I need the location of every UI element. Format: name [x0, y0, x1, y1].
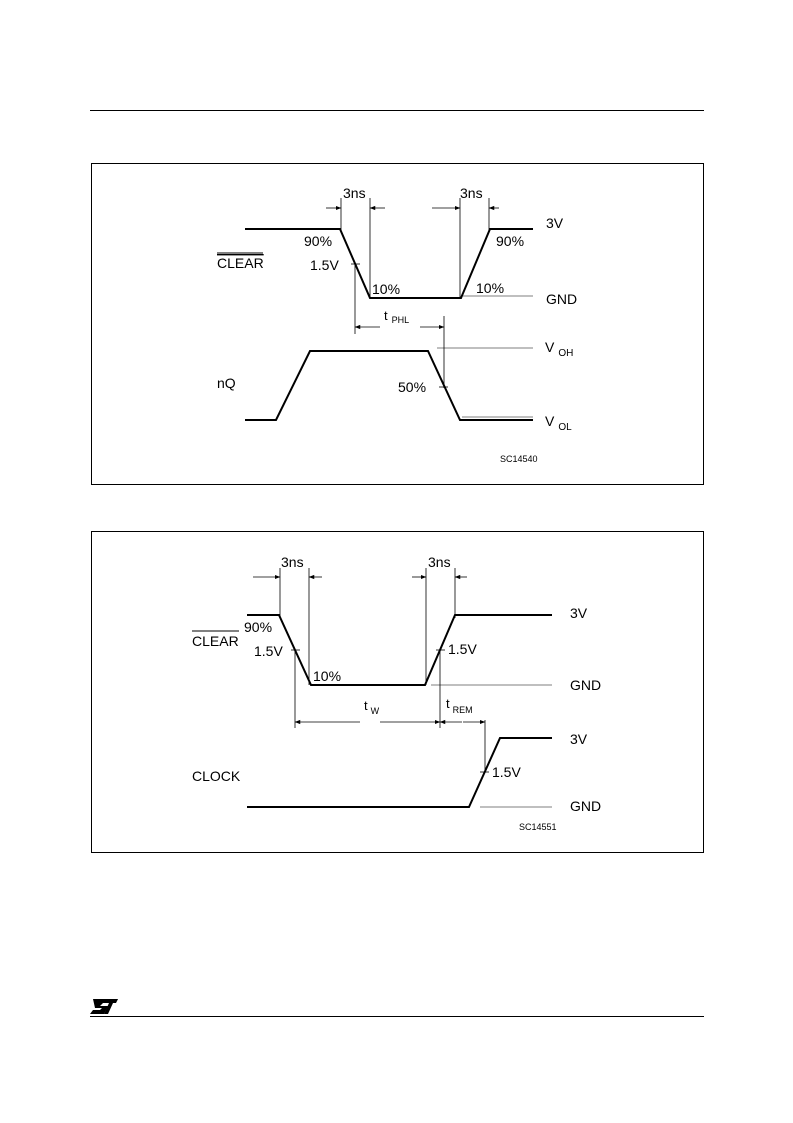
diagram1-waveforms	[245, 198, 533, 421]
percent-label: 90%	[304, 233, 332, 249]
percent-label: 10%	[372, 281, 400, 297]
clear-signal-label: CLEAR	[192, 633, 239, 649]
output-signal-label: nQ	[217, 375, 236, 391]
footer-rule	[90, 1016, 704, 1017]
nq-waveform	[245, 350, 533, 421]
clear-removal-timing-panel	[91, 531, 704, 853]
voltage-label: 1.5V	[310, 257, 339, 273]
time-label: 3ns	[460, 185, 483, 201]
percent-label: 90%	[244, 619, 272, 635]
time-label: 3ns	[428, 554, 451, 570]
clock-signal-label: CLOCK	[192, 768, 241, 784]
clock-waveform	[247, 737, 552, 808]
percent-label: 50%	[398, 379, 426, 395]
clear-to-output-timing-panel	[91, 163, 704, 485]
clear-waveform	[245, 228, 533, 299]
figure-id: SC14540	[500, 454, 538, 464]
voltage-label: 1.5V	[492, 764, 521, 780]
percent-label: 10%	[476, 280, 504, 296]
st-logo: ST	[90, 999, 118, 1014]
level-gnd-label: GND	[570, 677, 601, 693]
clear-waveform	[247, 614, 552, 686]
percent-label: 90%	[496, 233, 524, 249]
diagram1-labels: 3ns 3ns 3V GND CLEAR 90% 90% 1.5V 10% 10…	[217, 185, 577, 464]
voltage-label: 1.5V	[448, 641, 477, 657]
diagram2-waveforms	[247, 568, 552, 808]
voltage-label: 1.5V	[254, 643, 283, 659]
level-gnd-label: GND	[570, 798, 601, 814]
header-rule	[90, 110, 704, 111]
clear-signal-label: CLEAR	[217, 255, 264, 271]
time-label: 3ns	[343, 185, 366, 201]
level-3v-label: 3V	[546, 215, 564, 231]
figure-id: SC14551	[519, 822, 557, 832]
diagram2-labels: 3ns 3ns 3V GND CLEAR 90% 1.5V 1.5V 10% t…	[192, 554, 601, 832]
level-3v-label: 3V	[570, 731, 588, 747]
level-gnd-label: GND	[546, 291, 577, 307]
level-3v-label: 3V	[570, 605, 588, 621]
time-label: 3ns	[281, 554, 304, 570]
percent-label: 10%	[313, 668, 341, 684]
